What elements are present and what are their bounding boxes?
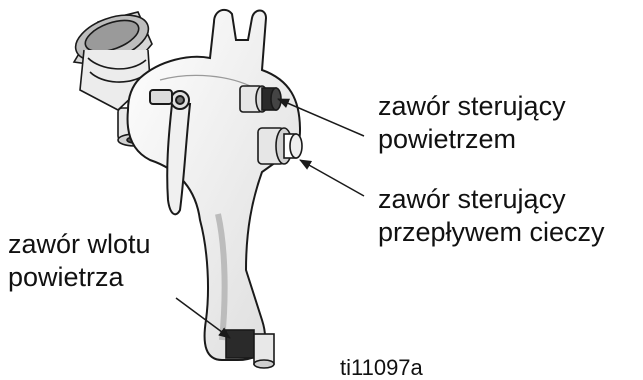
- air-inlet-valve-label-line-2: powietrza: [8, 261, 124, 294]
- air-valve-label-line-1: zawór sterujący: [378, 90, 566, 123]
- air-control-valve-knob: [240, 86, 281, 112]
- gun-body: [128, 10, 300, 360]
- air-inlet-valve-fitting: [226, 330, 274, 368]
- figure-id: ti11097a: [340, 356, 423, 380]
- fluid-valve-label-line-2: przepływem cieczy: [378, 216, 605, 249]
- air-valve-label-line-2: powietrzem: [378, 123, 516, 156]
- air-inlet-valve-label-line-1: zawór wlotu: [8, 228, 151, 261]
- fluid-control-valve-knob: [258, 128, 302, 164]
- fluid-valve-leader-arrow: [300, 160, 364, 196]
- fluid-valve-label-line-1: zawór sterujący: [378, 183, 566, 216]
